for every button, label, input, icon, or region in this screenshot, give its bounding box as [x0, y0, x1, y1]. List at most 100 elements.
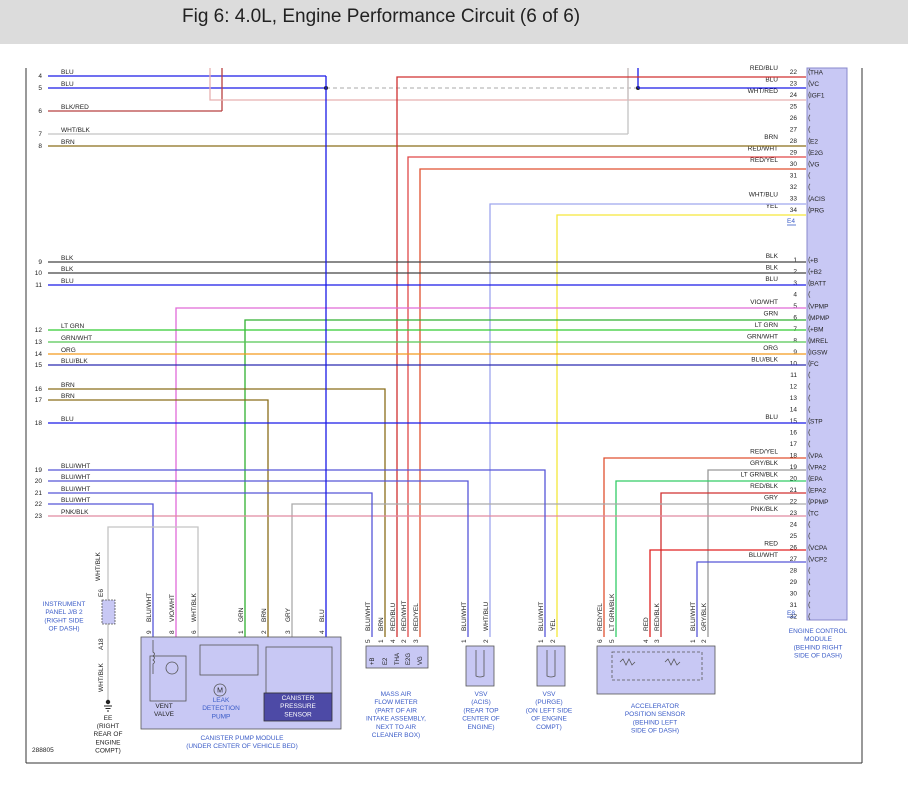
ecm-func-acis: ACIS [810, 196, 826, 203]
ecm-pin-bracket [808, 394, 811, 402]
ecm-pin-e8-15: 15 [790, 418, 798, 425]
canister-pin-2: 2 [261, 630, 268, 634]
ecm-wire-label: WHT/BLU [749, 192, 779, 199]
ecm-wire-label: WHT/RED [748, 88, 779, 95]
ecm-pin-bracket [808, 114, 811, 122]
ecm-wire-label: RED/WHT [748, 146, 778, 153]
ecm-pin-bracket [808, 475, 811, 482]
wire-redyel-vpa [603, 457, 806, 637]
maf-pin-1: 1 [378, 639, 385, 643]
ecm-pin-bracket [808, 103, 811, 110]
ecm-func-ppmp: PPMP [810, 499, 828, 506]
accelerator-sensor [596, 645, 716, 695]
ecm-pin-e4-26: 26 [790, 115, 798, 122]
ecm-pin-e8-13: 13 [790, 395, 798, 402]
ecm-pin-e8-17: 17 [790, 441, 798, 448]
canister-pin-9: 9 [146, 630, 153, 634]
ecm-connector-e8: E8 [787, 610, 795, 617]
ecm-wire-label: BLU [765, 77, 778, 84]
wire-grn-mpmp [244, 319, 806, 637]
ecm-pin-e8-16: 16 [790, 430, 798, 437]
ecm-caption: SIDE OF DASH) [794, 653, 842, 660]
ecm-func-tha: THA [810, 69, 824, 76]
left-pin-13: 13 [35, 339, 43, 346]
vent-valve-box [149, 655, 187, 702]
ecm-wire-label: RED/BLU [750, 65, 778, 72]
canister-wire-label: VIO/WHT [169, 594, 176, 622]
accel-wire-label: GRY/BLK [701, 602, 708, 631]
ground-dot [105, 699, 111, 705]
ecm-pin-bracket [808, 337, 811, 344]
ecm-pin-e8-2: 2 [793, 269, 797, 276]
leak-pump-circuit [199, 644, 259, 676]
left-pin-16: 16 [35, 386, 43, 393]
accel-wire-label: RED/YEL [597, 603, 604, 631]
ecm-pin-e4-30: 30 [790, 161, 798, 168]
left-pin-15: 15 [35, 362, 43, 369]
ecm-wire-label: GRN/WHT [747, 334, 778, 341]
ecm-pin-e4-22: 22 [790, 69, 798, 76]
ecm-wire-label: GRY/BLK [750, 460, 779, 467]
maf-caption: (PART OF AIR [375, 707, 417, 714]
ecm-pin-e8-23: 23 [790, 510, 798, 517]
wire-gry-ppmp [291, 503, 806, 637]
ecm-pin-bracket [808, 452, 811, 459]
vsv-purge-pin-1: 1 [538, 639, 545, 643]
ecm-wire-label: BLU/BLK [751, 357, 778, 364]
ecm-pin-e8-9: 9 [793, 349, 797, 356]
ecm-pin-e8-3: 3 [793, 280, 797, 287]
left-pin-14: 14 [35, 351, 43, 358]
ecm-func-batt: BATT [810, 280, 826, 287]
maf-caption: FLOW METER [374, 699, 418, 706]
wire-whtblu-acis [489, 203, 806, 637]
ipjb-wire-label-top: WHT/BLK [95, 551, 102, 581]
ecm-pin-bracket [808, 417, 811, 425]
ecm-pin-e8-11: 11 [790, 372, 797, 379]
ecm-pin-e4-27: 27 [790, 127, 798, 134]
vent-valve-label: VENT [155, 703, 172, 710]
ecm-pin-bracket [808, 383, 811, 390]
ecm-pin-bracket [808, 601, 811, 609]
ecm-pin-bracket [808, 590, 811, 597]
canister-wire-label: BLU/WHT [146, 593, 153, 622]
ecm-wire-label: LT GRN/BLK [741, 472, 779, 479]
ecm-pin-bracket [808, 149, 811, 156]
ecm-pin-bracket [808, 578, 811, 586]
ecm-pin-bracket [808, 429, 811, 436]
pressure-sensor-label: SENSOR [284, 711, 312, 718]
ecm-pin-bracket [808, 521, 811, 528]
left-pin-8: 8 [38, 143, 42, 150]
ecm-wire-label: BLK [766, 265, 779, 272]
ecm-pin-bracket [808, 463, 811, 471]
ecm-func-epa2: EPA2 [810, 487, 827, 494]
ecm-pin-e4-31: 31 [790, 173, 798, 180]
ecm-wire-label: RED [764, 541, 778, 548]
ecm-pin-e8-27: 27 [790, 556, 798, 563]
ecm-wire-label: BLK [766, 253, 779, 260]
left-wire-label: WHT/BLK [61, 127, 91, 134]
ecm-pin-bracket [808, 486, 811, 494]
left-wire-label: BLU/WHT [61, 463, 90, 470]
left-wire-label: BRN [61, 382, 75, 389]
left-wire-label: LT GRN [61, 323, 85, 330]
ecm-func-epa: EPA [810, 476, 823, 483]
ecm-pin-bracket [808, 567, 811, 574]
leak-pump-label: LEAK [213, 697, 230, 704]
left-wire-label: BLU/WHT [61, 474, 90, 481]
ecm-pin-bracket [808, 532, 811, 540]
left-wire-label: BLU [61, 278, 74, 285]
left-pin-23: 23 [35, 513, 43, 520]
ecm-pin-e8-26: 26 [790, 545, 798, 552]
ecm-pin-bracket [808, 544, 811, 551]
ecm-pin-bracket [808, 80, 811, 87]
left-wire-label: BLU [61, 69, 74, 76]
maf-pin-2: 2 [401, 639, 408, 643]
ecm-pin-e8-21: 21 [790, 487, 798, 494]
accel-caption: POSITION SENSOR [625, 711, 686, 718]
leak-pump-label: DETECTION [202, 705, 240, 712]
canister-pin-6: 6 [191, 630, 198, 634]
ecm-pin-bracket [808, 348, 811, 356]
ecm-wire-label: VIO/WHT [750, 299, 778, 306]
left-pin-9: 9 [38, 259, 42, 266]
left-pin-6: 6 [38, 108, 42, 115]
